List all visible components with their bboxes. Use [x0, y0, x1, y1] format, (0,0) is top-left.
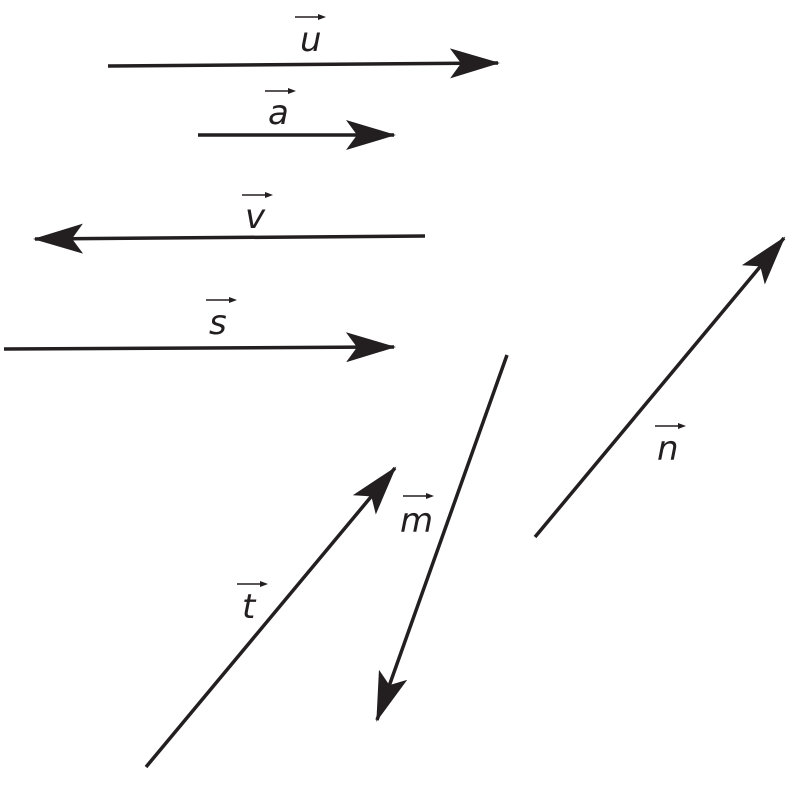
vector-t: t: [144, 466, 397, 769]
vector-s: s: [3, 297, 396, 363]
vector-m-label: m: [400, 501, 433, 541]
vector-t-label: t: [242, 587, 257, 627]
vector-v-overarrow-head: [265, 192, 273, 198]
vector-u-label: u: [300, 20, 322, 60]
vector-u-overarrow-head: [318, 14, 326, 20]
vector-n: n: [533, 236, 786, 539]
vector-n-shaft: [533, 236, 786, 539]
vector-u: u: [107, 14, 500, 79]
vector-t-shaft: [144, 466, 397, 769]
vector-s-label: s: [209, 303, 227, 343]
vector-u-shaft: [107, 48, 500, 79]
vector-a-overarrow-head: [288, 88, 296, 94]
vector-a: a: [198, 88, 396, 150]
vector-m: m: [375, 354, 509, 722]
vector-s-overarrow-head: [229, 297, 237, 303]
vector-v-label: v: [245, 197, 266, 237]
vector-t-overarrow-head: [260, 581, 268, 587]
vector-s-shaft: [3, 332, 396, 363]
vector-n-label: n: [657, 429, 679, 469]
vector-m-shaft: [375, 354, 509, 722]
vector-v: v: [33, 192, 426, 254]
vector-v-shaft: [33, 223, 426, 254]
vector-n-overarrow-head: [678, 423, 686, 429]
vector-m-overarrow-head: [426, 493, 434, 499]
vector-a-label: a: [268, 93, 289, 133]
